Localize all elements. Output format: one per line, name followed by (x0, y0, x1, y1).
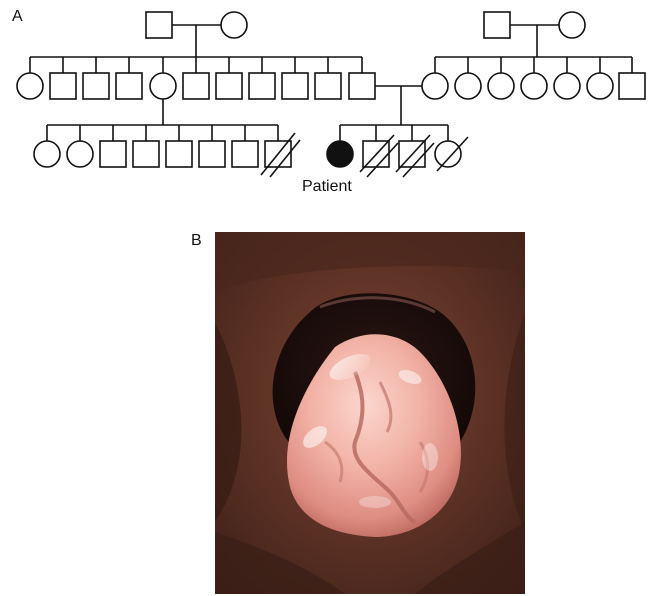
panel-b-label: B (191, 232, 202, 250)
gen3-sibling-deceased-2 (396, 135, 434, 177)
gen2-maternal-uncle-1 (619, 73, 645, 99)
gen1-maternal-grandfather (484, 12, 510, 38)
gen2-paternal-uncle-5 (216, 73, 242, 99)
gen3-cousin-male-4 (199, 141, 225, 167)
gen2-paternal-aunt-1 (17, 73, 43, 99)
gen3-sibling-deceased-1 (360, 135, 398, 177)
gen1-maternal-grandmother (559, 12, 585, 38)
gen2-paternal-aunt-2 (150, 73, 176, 99)
gen1-paternal-grandmother (221, 12, 247, 38)
gen2-paternal-uncle-2 (83, 73, 109, 99)
gen3-cousin-female-2 (67, 141, 93, 167)
gen2-maternal-aunt-2 (488, 73, 514, 99)
gen3-cousin-male-deceased (261, 133, 300, 177)
gen2-maternal-aunt-5 (587, 73, 613, 99)
gen3-cousin-male-1 (100, 141, 126, 167)
gen3-sibling-deceased-3 (435, 137, 468, 171)
gen1-paternal-grandfather (146, 12, 172, 38)
gen2-paternal-uncle-3 (116, 73, 142, 99)
gen3-cousin-male-3 (166, 141, 192, 167)
gen2-paternal-uncle-8 (315, 73, 341, 99)
gen3-cousin-female-1 (34, 141, 60, 167)
gen3-cousin-male-5 (232, 141, 258, 167)
gen2-maternal-aunt-4 (554, 73, 580, 99)
clinical-photo (215, 232, 525, 594)
gen2-paternal-uncle-7 (282, 73, 308, 99)
gen3-cousin-male-2 (133, 141, 159, 167)
gen2-mother (422, 73, 448, 99)
gen2-father (349, 73, 375, 99)
gen3-patient-affected (327, 141, 353, 167)
gen2-paternal-uncle-1 (50, 73, 76, 99)
gen2-paternal-uncle-4 (183, 73, 209, 99)
proband-label: Patient (302, 178, 352, 195)
gen2-maternal-aunt-1 (455, 73, 481, 99)
pedigree-chart: Patient (0, 0, 650, 215)
gen2-maternal-aunt-3 (521, 73, 547, 99)
gen2-paternal-uncle-6 (249, 73, 275, 99)
